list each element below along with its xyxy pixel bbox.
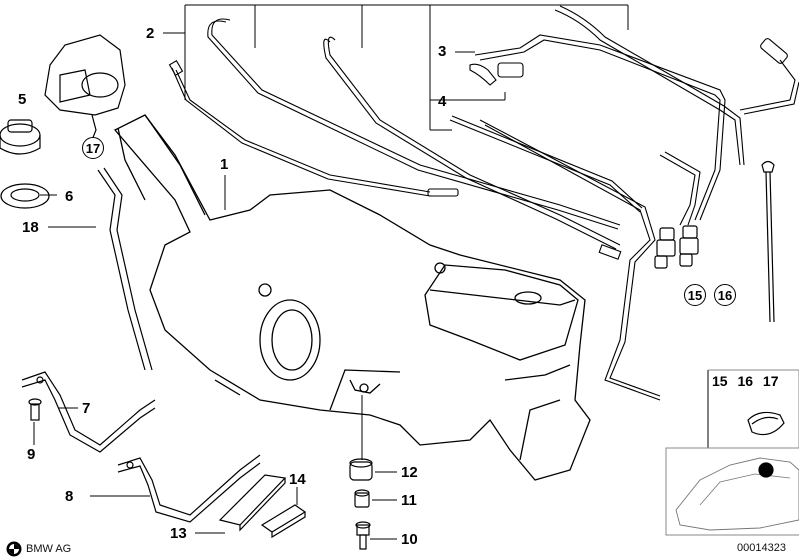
level-sender-rod bbox=[761, 160, 775, 323]
callout-3[interactable]: 3 bbox=[438, 43, 447, 60]
callout-6[interactable]: 6 bbox=[65, 188, 74, 205]
gasket-ring bbox=[0, 183, 50, 209]
fuel-filler-cap bbox=[0, 119, 41, 155]
circled-callout-16[interactable]: 16 bbox=[714, 284, 736, 306]
grommet-12 bbox=[349, 458, 373, 481]
bmw-roundel-icon bbox=[6, 541, 22, 557]
fuel-lines bbox=[168, 5, 799, 401]
callout-1[interactable]: 1 bbox=[220, 156, 229, 173]
fuel-tank bbox=[113, 114, 591, 481]
inset-panel bbox=[665, 369, 799, 536]
callout-2[interactable]: 2 bbox=[146, 25, 155, 42]
callout-5[interactable]: 5 bbox=[18, 91, 27, 108]
diagram-id: 00014323 bbox=[737, 542, 786, 554]
callout-13[interactable]: 13 bbox=[170, 525, 187, 542]
bolt-10 bbox=[355, 521, 371, 550]
bmw-logo: BMW AG bbox=[6, 541, 71, 557]
brand-label: BMW AG bbox=[26, 543, 72, 555]
circled-callout-15[interactable]: 15 bbox=[684, 284, 706, 306]
hose-clamp-icon bbox=[747, 411, 785, 436]
circled-callout-17[interactable]: 17 bbox=[82, 137, 104, 159]
callout-11[interactable]: 11 bbox=[401, 492, 417, 509]
callout-18[interactable]: 18 bbox=[22, 219, 39, 236]
callout-14[interactable]: 14 bbox=[289, 471, 306, 488]
vent-hose bbox=[97, 167, 153, 371]
callout-4[interactable]: 4 bbox=[438, 93, 447, 110]
car-silhouette bbox=[675, 457, 799, 531]
bushing-11 bbox=[354, 489, 370, 508]
callout-8[interactable]: 8 bbox=[65, 488, 74, 505]
callout-9[interactable]: 9 bbox=[27, 446, 36, 463]
tank-strap-upper bbox=[21, 371, 156, 453]
pad-13 bbox=[218, 474, 287, 532]
hose-connectors bbox=[654, 225, 699, 269]
inset-part-numbers: 15 16 17 bbox=[712, 373, 779, 389]
tank-strap-lower bbox=[117, 454, 261, 523]
callout-12[interactable]: 12 bbox=[401, 464, 418, 481]
pad-14 bbox=[260, 504, 307, 539]
callout-bracket-2 bbox=[163, 4, 629, 131]
callout-10[interactable]: 10 bbox=[401, 531, 418, 548]
bolt-9 bbox=[28, 398, 42, 421]
filler-neck-housing bbox=[44, 34, 126, 141]
callout-7[interactable]: 7 bbox=[82, 400, 91, 417]
leader-lines bbox=[33, 175, 709, 540]
